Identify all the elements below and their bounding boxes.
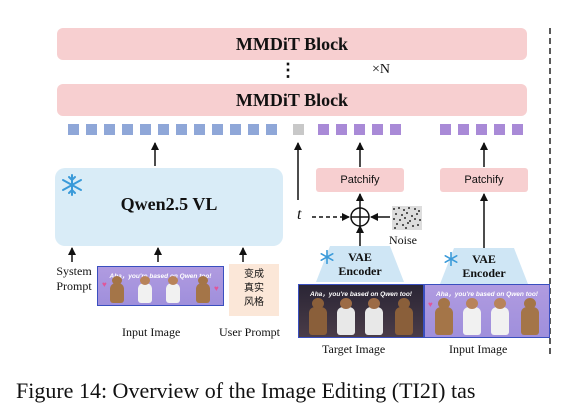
input-vae-label: VAE Encoder (462, 252, 506, 280)
mmdit-block-top: MMDiT Block (57, 28, 527, 60)
bear-figure (491, 298, 509, 335)
timestep-label: t (297, 206, 302, 223)
snowflake-icon (444, 252, 458, 266)
target-token (354, 124, 365, 135)
target-token (372, 124, 383, 135)
input-token (476, 124, 487, 135)
text-token (140, 124, 151, 135)
input-token (458, 124, 469, 135)
text-token (68, 124, 79, 135)
target-token (336, 124, 347, 135)
snowflake-icon (62, 174, 82, 196)
image-caption: Aha，you're based on Qwen too! (436, 291, 538, 298)
text-token (86, 124, 97, 135)
target-vae-label: VAE Encoder (338, 250, 382, 278)
bear-figure (166, 276, 180, 303)
input-vae-encoder: VAE Encoder (440, 248, 528, 284)
text-token (248, 124, 259, 135)
input-patchify: Patchify (440, 168, 528, 192)
text-token (266, 124, 277, 135)
target-token (318, 124, 329, 135)
bear-figure (337, 298, 355, 335)
bear-figure (309, 298, 327, 335)
text-token (230, 124, 241, 135)
qwen-input-image: Aha，you're based on Qwen too! ♥ ♥ (97, 266, 224, 306)
text-token (212, 124, 223, 135)
text-token (194, 124, 205, 135)
timestep-token (293, 124, 304, 135)
user-prompt-label: User Prompt (219, 325, 280, 339)
figure-caption: Figure 14: Overview of the Image Editing… (16, 378, 476, 403)
bear-figure (435, 298, 453, 335)
image-caption: Aha，you're based on Qwen too! (310, 291, 412, 298)
input-token (494, 124, 505, 135)
bear-figure (196, 276, 210, 303)
image-caption: Aha，you're based on Qwen too! (109, 273, 212, 280)
bear-figure (110, 276, 124, 303)
bear-figure (365, 298, 383, 335)
user-prompt-text: 变成 真实 风格 (229, 264, 279, 316)
text-token (158, 124, 169, 135)
heart-icon: ♥ (214, 284, 219, 293)
target-patchify: Patchify (316, 168, 404, 192)
bear-figure (463, 298, 481, 335)
vae-input-image: Aha，you're based on Qwen too! ♥ (424, 284, 550, 338)
qwen-encoder: Qwen2.5 VL (55, 168, 283, 246)
input-token (512, 124, 523, 135)
noise-label: Noise (389, 233, 417, 247)
text-token (122, 124, 133, 135)
snowflake-icon (320, 250, 334, 264)
text-token (104, 124, 115, 135)
bear-figure (395, 298, 413, 335)
qwen-label: Qwen2.5 VL (120, 194, 218, 214)
mmdit-block-top-label: MMDiT Block (235, 34, 349, 54)
target-image: Aha，you're based on Qwen too! (298, 284, 424, 338)
heart-icon: ♥ (102, 280, 107, 289)
heart-icon: ♥ (428, 300, 433, 309)
vae-shape (440, 248, 528, 284)
input-token (440, 124, 451, 135)
target-image-label: Target Image (322, 342, 386, 356)
mmdit-block-bottom-label: MMDiT Block (235, 90, 349, 110)
repeat-dots: ⋮ (279, 60, 297, 80)
repeat-count: ×N (372, 62, 391, 77)
vae-shape (316, 246, 404, 282)
text-token (176, 124, 187, 135)
target-vae-encoder: VAE Encoder (316, 246, 404, 282)
dashed-separator (549, 28, 551, 358)
bear-figure (521, 298, 539, 335)
mmdit-block-bottom: MMDiT Block (57, 84, 527, 116)
qwen-input-image-label: Input Image (122, 325, 181, 339)
system-prompt-label: System Prompt (56, 264, 92, 293)
vae-input-image-label: Input Image (449, 342, 508, 356)
bear-figure (138, 276, 152, 303)
target-token (390, 124, 401, 135)
noise-icon (392, 206, 422, 230)
